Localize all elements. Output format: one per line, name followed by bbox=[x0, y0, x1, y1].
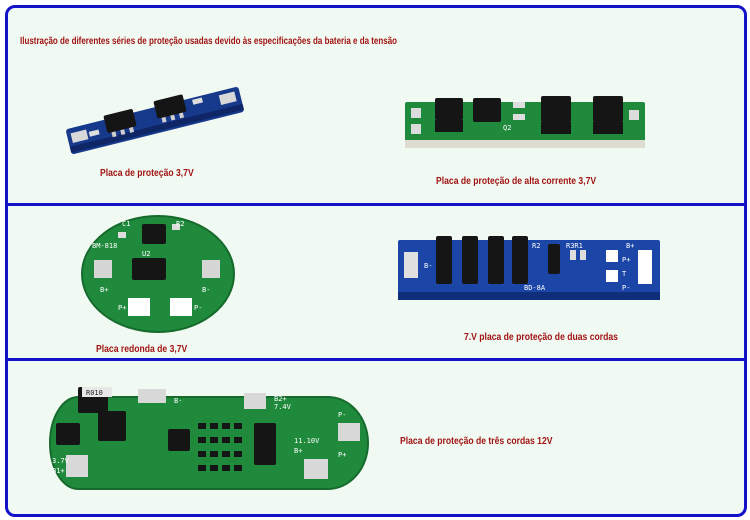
silkscreen-r2: R2 bbox=[176, 220, 184, 228]
board-round-image: C1 R2 BM-818 U2 B+ B- P+ P- bbox=[81, 215, 235, 333]
board-high-current-image: Q2 bbox=[405, 96, 645, 148]
board-3v7-image bbox=[66, 87, 244, 155]
silkscreen-b-minus-3: B- bbox=[174, 397, 182, 405]
silkscreen-p-plus: P+ bbox=[118, 304, 126, 312]
board-high-current-caption: Placa de proteção de alta corrente 3,7V bbox=[436, 176, 597, 187]
silkscreen-b-minus: B- bbox=[202, 286, 210, 294]
silkscreen-p-plus-3: P+ bbox=[338, 451, 346, 459]
silkscreen-bd8a: BD-8A bbox=[524, 284, 546, 292]
board-two-string-caption: 7.V placa de proteção de duas cordas bbox=[464, 332, 618, 343]
silkscreen-p-plus-2: P+ bbox=[622, 256, 630, 264]
silkscreen-p-minus-3: P- bbox=[338, 411, 346, 419]
silkscreen-p-minus-2: P- bbox=[622, 284, 630, 292]
board-three-string-image: R010 B- B2+ 7.4V 11.10V B+ P- P+ 3.7V B1… bbox=[49, 387, 369, 490]
silkscreen-q2: Q2 bbox=[503, 124, 511, 132]
board-round-caption: Placa redonda de 3,7V bbox=[96, 344, 188, 355]
row-2: C1 R2 BM-818 U2 B+ B- P+ P- Placa redond… bbox=[8, 206, 744, 358]
silkscreen-b-plus: B+ bbox=[100, 286, 108, 294]
silkscreen-p-minus: P- bbox=[194, 304, 202, 312]
row-3: R010 B- B2+ 7.4V 11.10V B+ P- P+ 3.7V B1… bbox=[8, 361, 744, 514]
row-1: Placa de proteção 3,7V Q2 Placa de prote… bbox=[8, 8, 744, 203]
silkscreen-7v4: 7.4V bbox=[274, 403, 292, 411]
divider-1 bbox=[8, 203, 744, 206]
silkscreen-b2-plus: B2+ bbox=[274, 395, 287, 403]
board-three-string-caption: Placa de proteção de três cordas 12V bbox=[400, 436, 553, 447]
divider-2 bbox=[8, 358, 744, 361]
silkscreen-b-plus-2: B+ bbox=[626, 242, 634, 250]
board-two-string-image: B- BD-8A R2 R3R1 B+ P+ T P- bbox=[398, 236, 660, 300]
silkscreen-b-plus-3: B+ bbox=[294, 447, 302, 455]
silkscreen-3v7: 3.7V bbox=[52, 457, 70, 465]
silkscreen-r3r1: R3R1 bbox=[566, 242, 583, 250]
figure-frame: Ilustração de diferentes séries de prote… bbox=[5, 5, 747, 517]
silkscreen-11v10: 11.10V bbox=[294, 437, 320, 445]
silkscreen-b1-plus: B1+ bbox=[52, 467, 65, 475]
board-3v7-caption: Placa de proteção 3,7V bbox=[100, 168, 194, 179]
silkscreen-t: T bbox=[622, 270, 627, 278]
silkscreen-c1: C1 bbox=[122, 220, 130, 228]
silkscreen-r010: R010 bbox=[86, 389, 103, 397]
silkscreen-bm818: BM-818 bbox=[92, 242, 117, 250]
silkscreen-b-minus-2: B- bbox=[424, 262, 432, 270]
silkscreen-r2-2: R2 bbox=[532, 242, 540, 250]
figure-heading: Ilustração de diferentes séries de prote… bbox=[20, 36, 398, 47]
silkscreen-u2: U2 bbox=[142, 250, 150, 258]
